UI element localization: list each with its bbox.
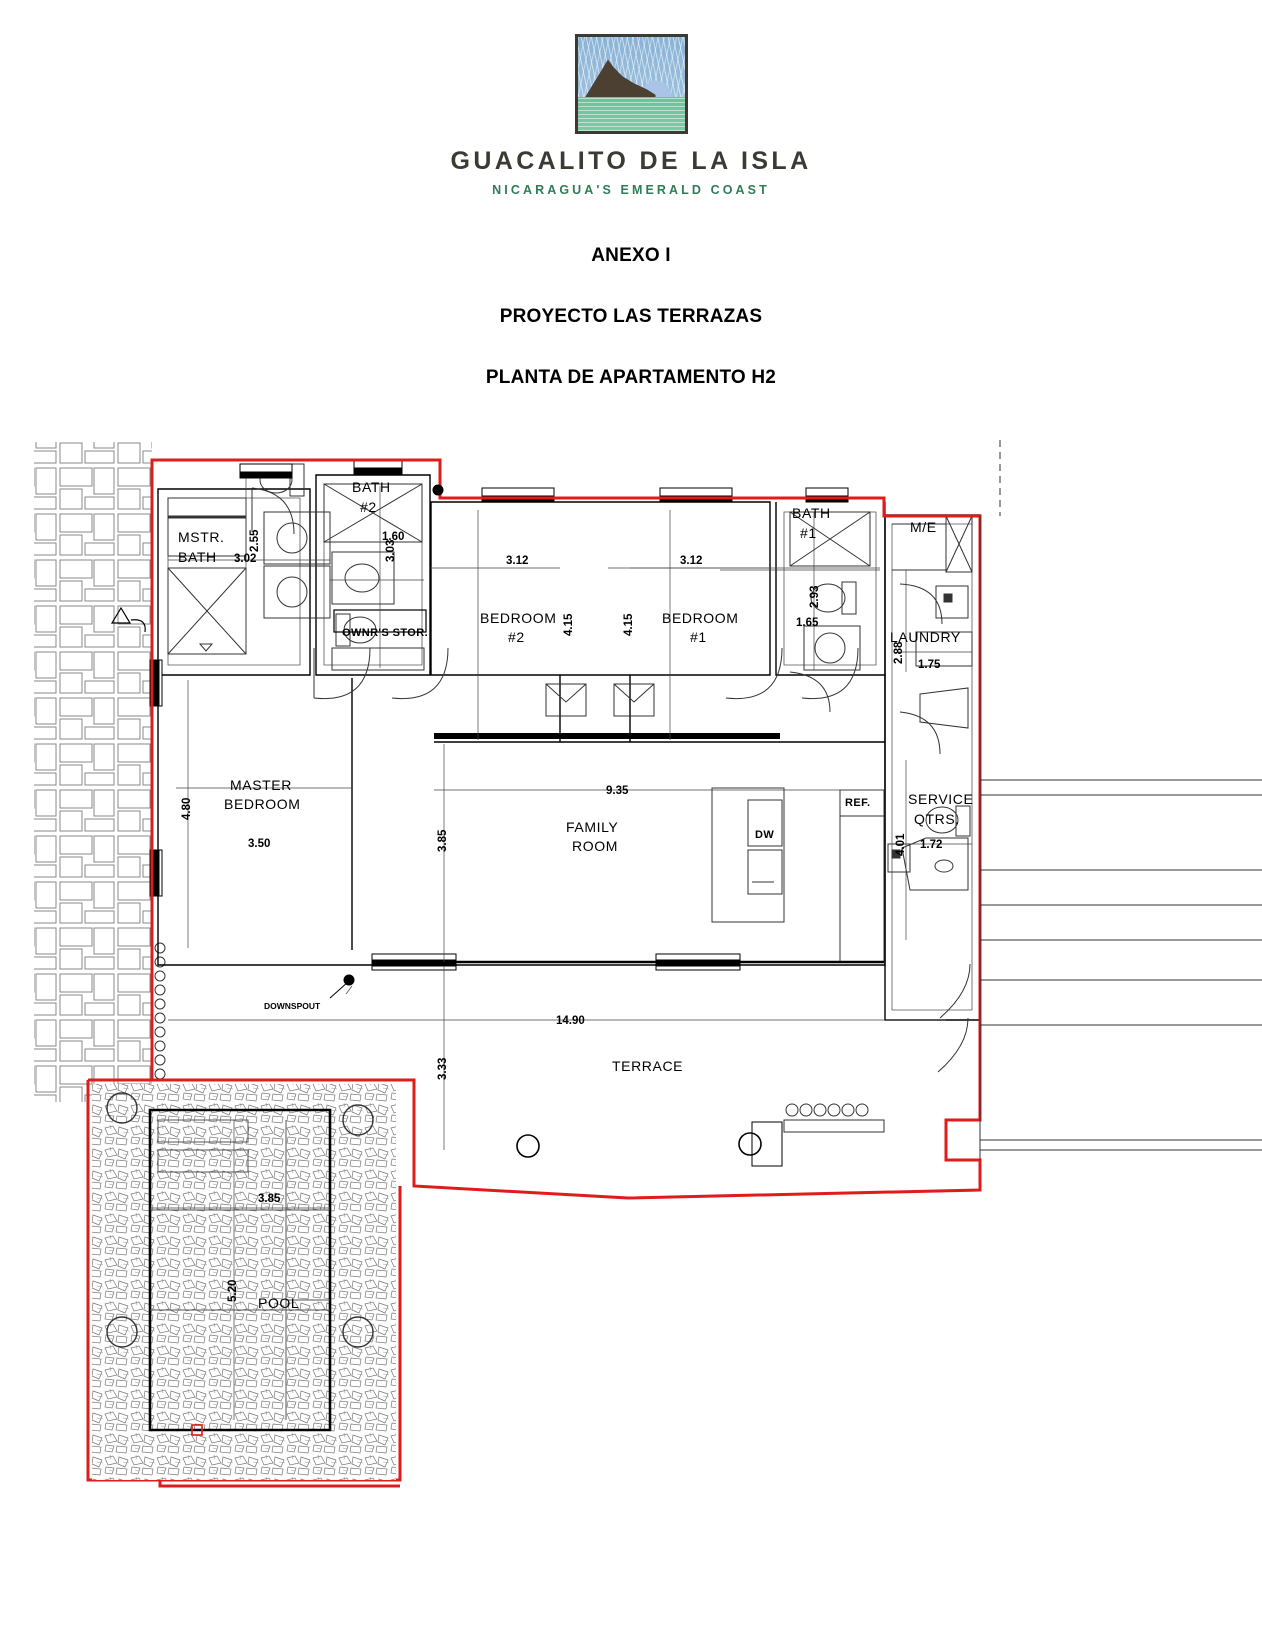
label-bath2-line2: #2 [360,499,377,515]
project-title: PROYECTO LAS TERRAZAS [499,306,763,327]
dim-family-h: 3.85 [437,829,449,852]
label-master-line2: BEDROOM [224,796,301,812]
dim-pool-h: 5.20 [227,1280,239,1302]
dim-terrace-h: 3.33 [437,1058,449,1080]
label-bedroom1-line1: BEDROOM [662,610,739,626]
floor-plan-drawing: MSTR. BATH 3.02 2.55 BATH #2 1.60 3.03 O… [0,420,1262,1634]
label-pool: POOL [258,1295,299,1311]
property-outline-red [150,458,982,1200]
logo-sea [577,97,685,131]
label-bedroom1-line2: #1 [690,629,707,645]
dishwasher [747,799,783,847]
dimension-lines [150,478,972,1420]
label-bath1-line1: BATH [792,505,831,521]
kitchen-fixtures [711,787,885,963]
bath1-fixtures [789,511,871,713]
dim-family-w: 9.35 [606,785,629,797]
pool-deck-stone [92,1084,396,1480]
label-dw: DW [755,829,774,841]
label-master-line1: MASTER [230,777,292,793]
bath2-fixtures [323,483,425,671]
dim-service-w: 1.72 [920,839,942,851]
dim-bath2-w: 1.60 [382,531,404,543]
mstr-bath-fixtures [167,463,331,655]
label-mstr-bath-line1: MSTR. [178,529,225,545]
dim-terrace-w: 14.90 [556,1015,585,1027]
label-bedroom2-line1: BEDROOM [480,610,557,626]
planter-pots [106,1092,374,1348]
annex-title: ANEXO I [591,245,671,266]
label-owners-stor: OWNR'S STOR. [342,627,428,639]
terrace-column [516,1134,540,1158]
stepping-stones [154,942,166,1080]
label-downspout: DOWNSPOUT [264,1001,321,1011]
site-context-lines [979,440,1262,1160]
dim-bedroom1-h: 4.15 [623,613,635,636]
brand-name: GUACALITO DE LA ISLA [450,147,812,175]
dim-mstr-bath-h: 2.55 [249,529,261,552]
dim-master-w: 3.50 [248,838,270,850]
dim-bath1-h: 2.93 [809,586,821,608]
brand-logo: GUACALITO DE LA ISLA NICARAGUA'S EMERALD… [0,0,1262,197]
brand-tagline: NICARAGUA'S EMERALD COAST [492,183,770,197]
entry-steps [783,1103,885,1133]
landscape-paving [34,442,152,1102]
terrace-column [738,1132,762,1156]
label-laundry: LAUNDRY [890,629,961,645]
floorplan-subtitle: PLANTA DE APARTAMENTO H2 [485,367,777,388]
dim-bedroom2-w: 3.12 [506,555,528,567]
island-sunrise-logo-icon [574,34,688,134]
dim-bedroom1-w: 3.12 [680,555,702,567]
pool-basin [148,1108,332,1432]
dim-bath1-w: 1.65 [796,617,819,629]
dim-pool-w: 3.85 [258,1193,281,1205]
label-terrace: TERRACE [612,1058,683,1074]
dim-service-h: 4.01 [895,833,907,856]
label-family-line2: ROOM [572,838,618,854]
document-header: GUACALITO DE LA ISLA NICARAGUA'S EMERALD… [0,0,1262,389]
label-family-line1: FAMILY [566,819,618,835]
label-bath2-line1: BATH [352,479,391,495]
dim-bedroom2-h: 4.15 [563,613,575,636]
dim-laundry-h: 2.88 [893,641,905,664]
dim-master-h: 4.80 [181,798,193,820]
dim-bath2-h: 3.03 [385,540,397,562]
door-swings [313,647,971,1073]
label-ref: REF. [845,797,870,809]
label-mstr-bath-line2: BATH [178,549,217,565]
label-bath1-line2: #1 [800,525,817,541]
label-bedroom2-line2: #2 [508,629,525,645]
label-service-line2: QTRS. [914,811,960,827]
label-me: M/E [910,519,937,535]
dim-laundry-w: 1.75 [918,659,941,671]
label-service-line1: SERVICE [908,791,973,807]
dim-mstr-bath-w: 3.02 [234,553,256,565]
